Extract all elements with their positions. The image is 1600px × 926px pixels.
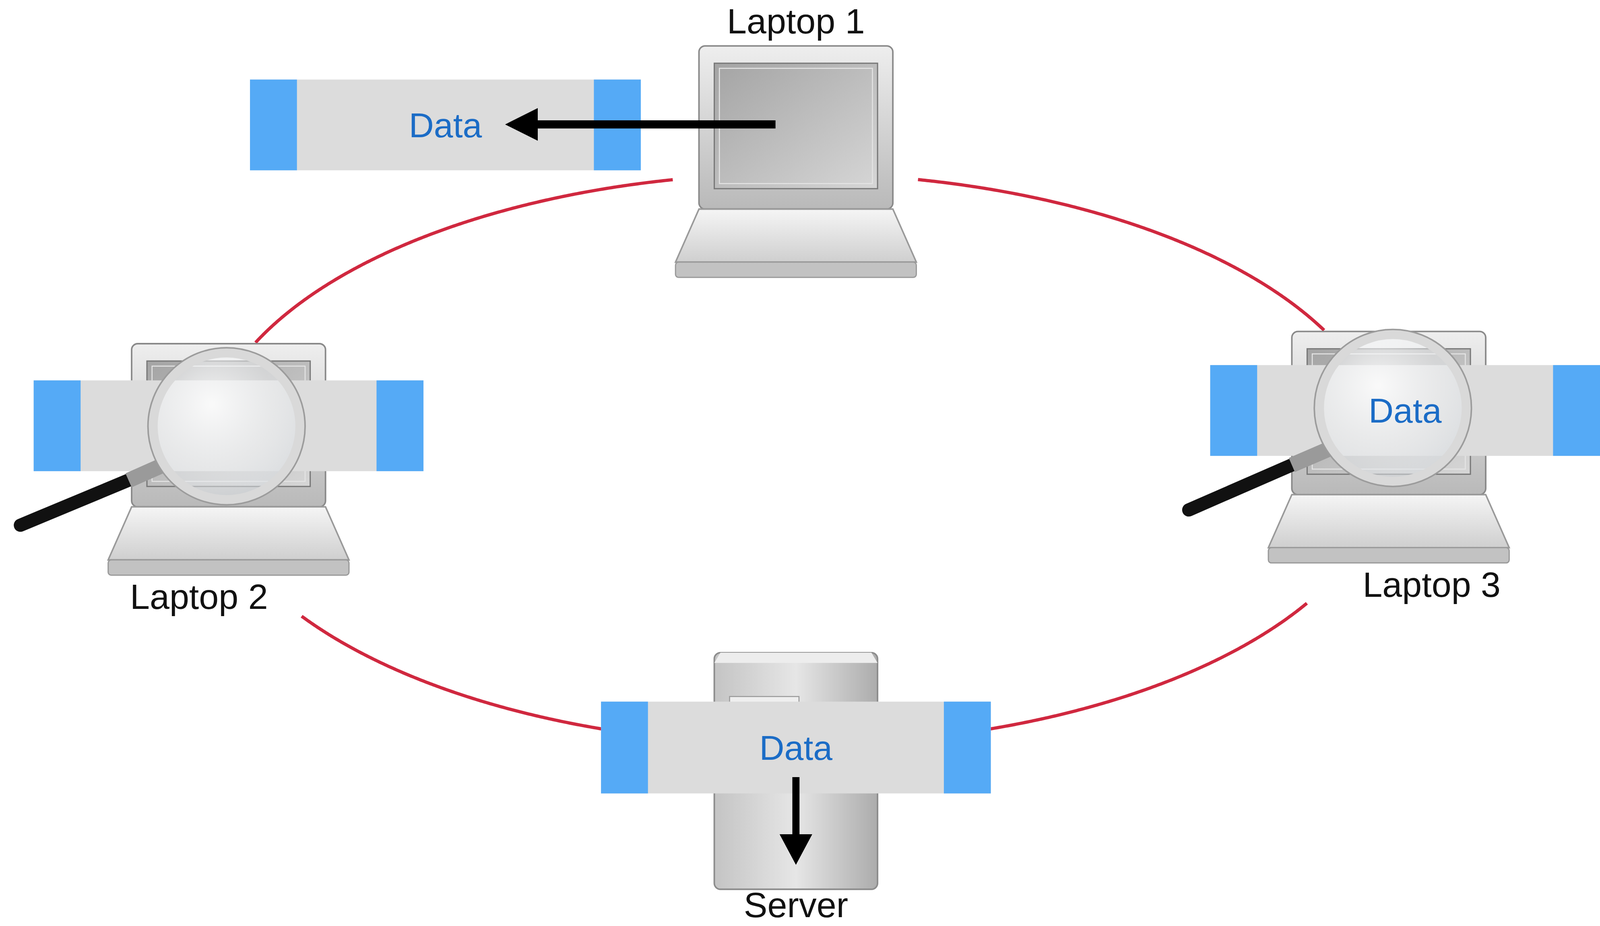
packet-trailer xyxy=(943,701,991,794)
packet-trailer xyxy=(376,380,424,472)
device-label: Laptop 3 xyxy=(1362,567,1501,603)
magnifier xyxy=(1188,329,1472,511)
device-label: Laptop 1 xyxy=(726,3,866,40)
ring-link xyxy=(918,179,1325,331)
packet-header xyxy=(600,701,649,794)
magnifier-lens xyxy=(152,353,300,500)
laptop-node: Laptop 1 xyxy=(675,3,917,278)
packet-label: Data xyxy=(1368,393,1442,428)
server-top xyxy=(714,652,878,663)
packet-header xyxy=(1210,365,1258,457)
lens-rim xyxy=(148,347,306,505)
packet-label: Data xyxy=(408,107,483,143)
server-node: Server xyxy=(714,652,878,923)
laptop-node: Laptop 3 xyxy=(1268,331,1510,603)
magnifier-handle xyxy=(20,479,131,526)
receive-arrow xyxy=(779,777,813,866)
magnifier-collar xyxy=(1291,448,1330,466)
arrow-head xyxy=(779,834,813,866)
data-packet: Data xyxy=(600,701,991,794)
magnifier xyxy=(20,347,306,526)
laptop-node: Laptop 2 xyxy=(108,343,349,615)
data-packet: Data xyxy=(1210,365,1600,457)
packet-trailer xyxy=(1552,365,1600,457)
packet-label: Data xyxy=(759,730,833,766)
laptop-illustration xyxy=(675,45,917,278)
arrow-shaft xyxy=(530,120,776,129)
arrow-head xyxy=(505,108,538,141)
ring-link xyxy=(255,179,674,343)
device-label: Laptop 2 xyxy=(130,579,269,615)
packet-header xyxy=(249,79,298,171)
arrow-shaft xyxy=(792,777,800,839)
magnifier-lens xyxy=(1319,334,1467,482)
send-arrow xyxy=(505,108,776,141)
magnifier-handle xyxy=(1188,464,1294,510)
lens-rim xyxy=(1314,329,1472,487)
device-label: Server xyxy=(743,887,849,923)
packet-header xyxy=(33,380,81,472)
data-packet: Data xyxy=(249,79,641,171)
